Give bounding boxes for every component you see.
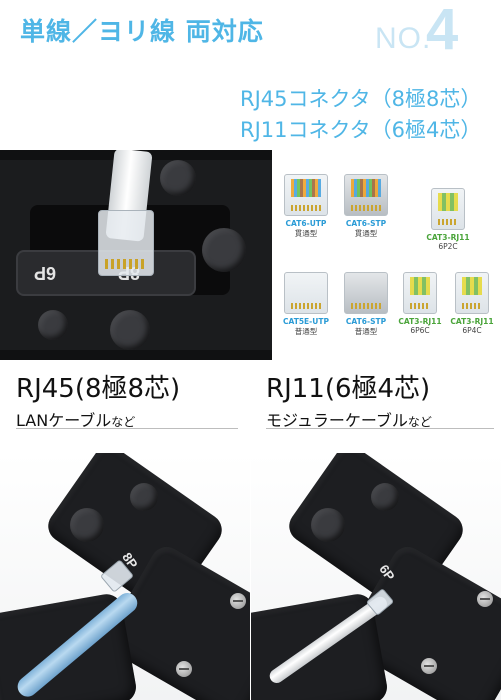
divider-right xyxy=(266,428,494,429)
rj11-subtitle-main: モジュラーケーブル xyxy=(266,411,408,430)
connector-desc: 普通型 xyxy=(294,327,318,336)
connector-item: CAT3-RJ11 6P2C xyxy=(423,188,473,251)
connector-image xyxy=(344,174,388,216)
rj45-crimp-photo: 8P xyxy=(0,453,250,700)
connector-image xyxy=(431,188,465,230)
tool-knob xyxy=(130,483,158,511)
screw-icon xyxy=(421,658,437,674)
feature-number-prefix: NO. xyxy=(375,22,432,55)
connector-type: CAT6-UTP xyxy=(285,219,327,228)
header-bar: 単線／ヨリ線 両対応 NO. 4 xyxy=(0,0,501,70)
die-bar: 6P 8P xyxy=(16,250,196,296)
rj11-crimp-photo: 6P xyxy=(251,453,501,700)
connector-image xyxy=(284,272,328,314)
connector-item: CAT3-RJ11 6P6C xyxy=(395,272,445,335)
screw-icon xyxy=(176,661,192,677)
screw-icon xyxy=(477,591,493,607)
connector-desc: 6P6C xyxy=(410,326,430,335)
connector-image xyxy=(455,272,489,314)
connector-type: CAT5E-UTP xyxy=(283,317,329,326)
feature-number: 4 xyxy=(426,0,459,62)
tool-knob xyxy=(371,483,399,511)
page-title: 単線／ヨリ線 両対応 xyxy=(20,17,264,46)
rj11-subtitle: モジュラーケーブルなど xyxy=(266,407,432,431)
connector-type: CAT3-RJ11 xyxy=(450,317,494,326)
connector-desc: 貫通型 xyxy=(354,229,378,238)
connector-desc: 普通型 xyxy=(354,327,378,336)
die-label-6p: 6P xyxy=(34,263,57,283)
connector-desc: 貫通型 xyxy=(294,229,318,238)
rj45-title: RJ45(8極8芯) xyxy=(16,374,181,404)
crimp-tool-photo: 6P 8P xyxy=(0,150,272,360)
tool-knob xyxy=(70,508,104,542)
screw-icon xyxy=(230,593,246,609)
spec-rj45: RJ45コネクタ（8極8芯） xyxy=(240,87,482,111)
connector-type: CAT3-RJ11 xyxy=(398,317,442,326)
rj45-subtitle-suffix: など xyxy=(111,415,136,429)
rj45-subtitle-main: LANケーブル xyxy=(16,411,112,430)
rj45-plug xyxy=(98,210,154,276)
connector-image xyxy=(284,174,328,216)
tool-knob xyxy=(202,228,246,272)
tool-knob xyxy=(110,310,150,350)
connector-item: CAT6-UTP 貫通型 xyxy=(281,174,331,239)
connector-desc: 6P4C xyxy=(462,326,482,335)
connector-image xyxy=(344,272,388,314)
tool-knob xyxy=(311,508,345,542)
connector-item: CAT6-STP 普通型 xyxy=(341,272,391,337)
divider-left xyxy=(16,428,238,429)
spec-rj11: RJ11コネクタ（6極4芯） xyxy=(240,118,482,142)
rj11-subtitle-suffix: など xyxy=(407,415,432,429)
connector-item: CAT5E-UTP 普通型 xyxy=(281,272,331,337)
connector-item: CAT3-RJ11 6P4C xyxy=(447,272,497,335)
connector-desc: 6P2C xyxy=(438,242,458,251)
connector-type: CAT3-RJ11 xyxy=(426,233,470,242)
rj45-subtitle: LANケーブルなど xyxy=(16,407,135,431)
rj11-title: RJ11(6極4芯) xyxy=(266,374,431,404)
connector-item: CAT6-STP 貫通型 xyxy=(341,174,391,239)
tool-knob xyxy=(160,160,196,196)
connector-type: CAT6-STP xyxy=(345,317,387,326)
connector-grid: CAT6-UTP 貫通型 CAT6-STP 貫通型 CAT3-RJ11 6P2C… xyxy=(275,168,497,358)
connector-image xyxy=(403,272,437,314)
connector-type: CAT6-STP xyxy=(345,219,387,228)
tool-knob xyxy=(38,310,68,340)
